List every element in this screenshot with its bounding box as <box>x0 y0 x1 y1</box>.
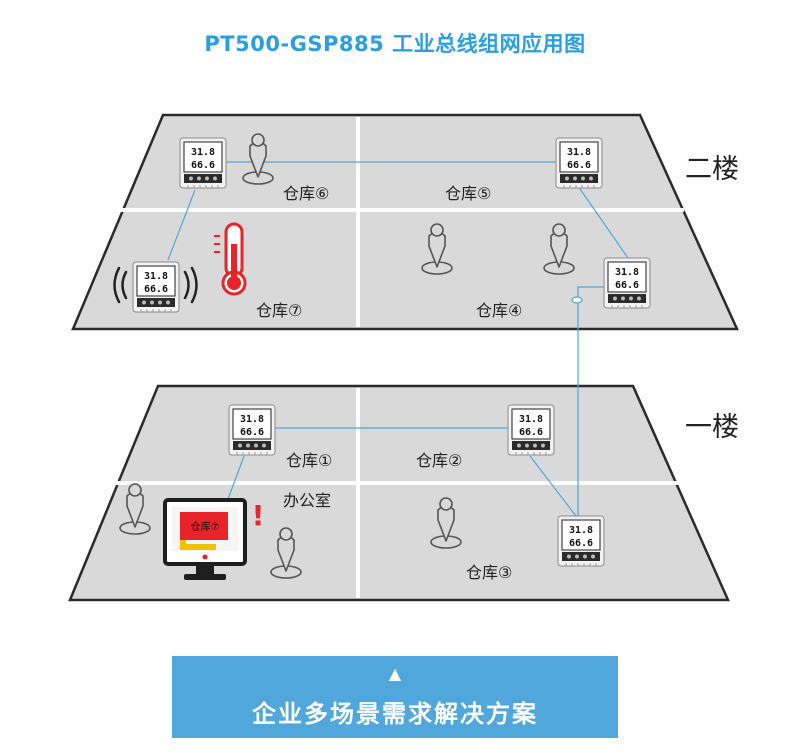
wireless-signal-icon <box>113 266 198 304</box>
room-label-5: 仓库⑤ <box>445 184 491 203</box>
monitor-icon: 仓库⑦ <box>163 498 247 580</box>
room-label-2: 仓库② <box>416 451 462 470</box>
bus-connector-icon <box>571 296 583 304</box>
room-label-6: 仓库⑥ <box>283 184 329 203</box>
room-label-1: 仓库① <box>286 451 332 470</box>
page-title: PT500-GSP885 工业总线组网应用图 <box>204 32 586 56</box>
alarm-panel <box>180 512 228 540</box>
network-diagram: 31.8 66.6 <box>68 113 739 602</box>
lower-floor-plate <box>68 384 730 602</box>
sensor-device-room5 <box>555 137 603 189</box>
room-label-7: 仓库⑦ <box>256 301 302 320</box>
sensor-device-room1 <box>228 404 276 456</box>
room-label-3: 仓库③ <box>466 563 512 582</box>
monitor-alarm-text: 仓库⑦ <box>191 520 220 533</box>
alert-mark-icon: ! <box>252 499 265 532</box>
floor-label-upper: 二楼 <box>685 154 739 185</box>
solution-banner-label: 企业多场景需求解决方案 <box>252 700 538 728</box>
thermometer-icon <box>214 222 247 296</box>
room-label-office: 办公室 <box>283 491 331 510</box>
sensor-device-room4 <box>603 257 651 309</box>
sensor-device-room3 <box>557 515 605 567</box>
sensor-device-room6 <box>179 137 227 189</box>
arrow-up-icon: ▲ <box>388 664 402 683</box>
floor-label-lower: 一楼 <box>685 412 739 443</box>
sensor-device-room7 <box>132 261 180 313</box>
lower-floor <box>68 384 730 602</box>
sensor-device-room2 <box>507 404 555 456</box>
solution-banner-button[interactable]: ▲ 企业多场景需求解决方案 <box>172 656 618 738</box>
room-label-4: 仓库④ <box>476 301 522 320</box>
